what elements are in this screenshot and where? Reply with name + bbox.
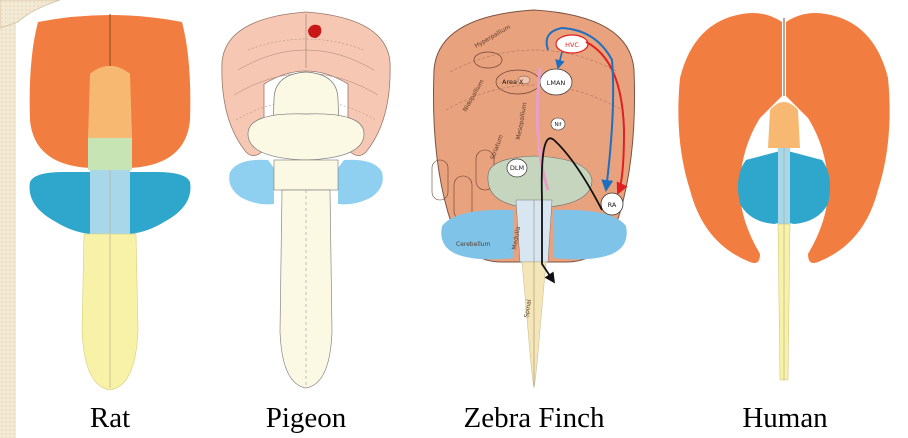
human-diencephalon — [768, 102, 800, 148]
rat-midbrain — [88, 138, 132, 170]
pigeon-brain-diagram — [208, 0, 404, 395]
rat-diencephalon — [88, 66, 132, 138]
caption-human: Human — [715, 398, 855, 438]
human-brain-diagram — [664, 0, 904, 395]
caption-zebra-finch: Zebra Finch — [434, 398, 634, 438]
pigeon-cerebellum-right — [338, 160, 383, 205]
pigeon-midbrain — [274, 160, 338, 190]
pigeon-optic-lobe — [248, 114, 364, 160]
rat-cerebellum-right — [130, 172, 190, 234]
finch-label-area-x: Area X — [502, 78, 524, 86]
finch-label-hvc: HVC — [565, 41, 579, 49]
finch-label-ra: RA — [608, 201, 617, 209]
pigeon-cerebellum-left — [229, 160, 274, 205]
finch-label-nif: Nif — [555, 122, 562, 128]
finch-label-cerebellum: Cerebellum — [456, 241, 491, 248]
rat-brain-diagram — [12, 0, 208, 395]
zebra-finch-brain-diagram: DLM Cerebellum HVC Area X LMAN Nif RA Ni… — [416, 0, 652, 395]
finch-label-dlm: DLM — [510, 164, 524, 172]
finch-label-lman: LMAN — [547, 79, 566, 87]
rat-cerebellum-left — [30, 172, 90, 234]
caption-rat: Rat — [60, 398, 160, 438]
caption-pigeon: Pigeon — [236, 398, 376, 438]
